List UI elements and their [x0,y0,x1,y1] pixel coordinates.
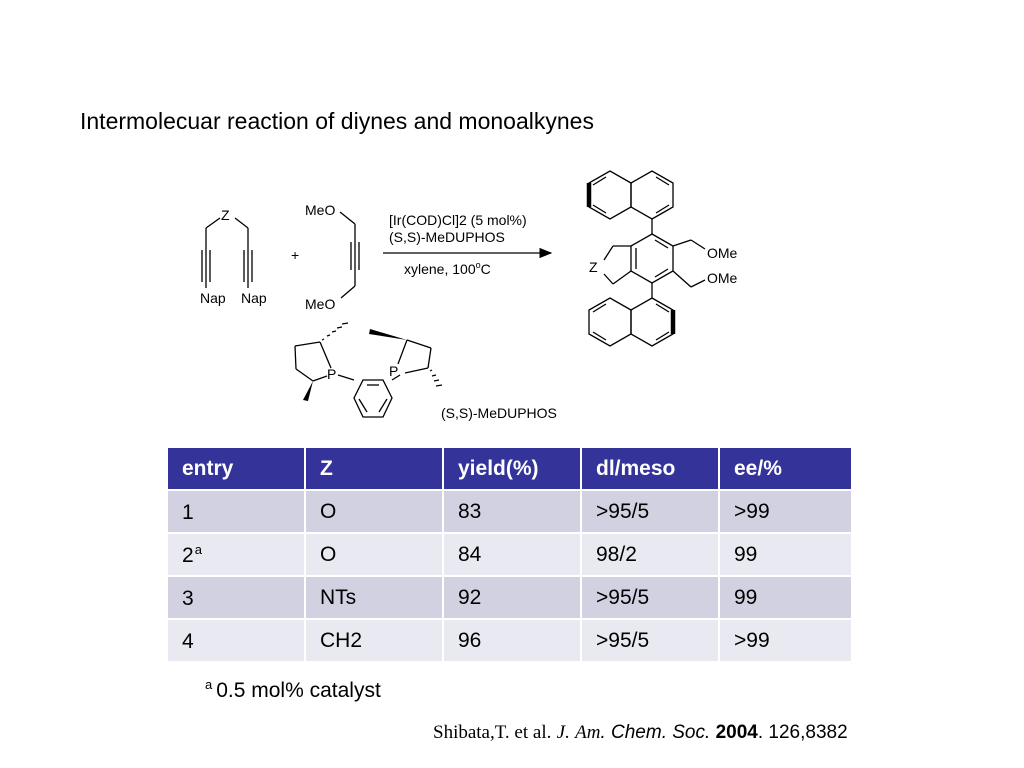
citation-authors: Shibata,T. et al. [433,722,552,743]
cell-z: CH2 [306,620,444,663]
reaction-scheme: Z Nap Nap + MeO MeO [Ir(COD)Cl]2 (5 mol%… [200,170,738,421]
product-bold-bonds [586,183,676,334]
citation-year: 2004 [715,722,758,743]
cell-entry: 3 [168,577,306,620]
cell-entry: 1 [168,491,306,534]
ligand-stereo-bonds [303,322,443,401]
plus-sign: + [291,247,299,263]
cell-ee: 99 [720,534,851,577]
table-row: 2a O 84 98/2 99 [168,534,851,577]
slide-title: Intermolecuar reaction of diynes and mon… [80,108,594,134]
citation-journal-part3: . Chem. Soc. [600,722,711,743]
cell-dl-meso: >95/5 [582,620,720,663]
citation-journal-part2: Am [575,722,601,743]
cell-dl-meso: >95/5 [582,491,720,534]
citation-separator: . [757,722,764,743]
cell-ee: >99 [720,620,851,663]
citation-reference: 126,8382 [768,722,848,743]
cell-yield: 96 [444,620,582,663]
product-ome-lower: OMe [707,270,738,286]
cell-yield: 83 [444,491,582,534]
header-entry: entry [168,448,306,491]
cell-ee: >99 [720,491,851,534]
cell-z: O [306,491,444,534]
cell-yield: 84 [444,534,582,577]
cell-z: O [306,534,444,577]
condition-catalyst: [Ir(COD)Cl]2 (5 mol%) [389,212,527,228]
header-z: Z [306,448,444,491]
cell-dl-meso: 98/2 [582,534,720,577]
footnote-text: 0.5 mol% catalyst [216,679,381,702]
diyne-nap-right: Nap [241,290,267,306]
cell-z: NTs [306,577,444,620]
diyne-z-label: Z [221,207,230,223]
cell-entry: 4 [168,620,306,663]
header-yield: yield(%) [444,448,582,491]
table-row: 1 O 83 >95/5 >99 [168,491,851,534]
results-table: entry Z yield(%) dl/meso ee/% 1 O 83 >95… [168,448,851,663]
citation-journal-part1: J. [556,722,570,743]
cell-ee: 99 [720,577,851,620]
cell-yield: 92 [444,577,582,620]
header-dl-meso: dl/meso [582,448,720,491]
product-structure [588,170,706,347]
condition-ligand: (S,S)-MeDUPHOS [389,229,505,245]
product-ome-upper: OMe [707,245,738,261]
monoalkyne-structure [339,211,360,299]
header-ee: ee/% [720,448,851,491]
cell-entry: 2a [168,534,306,577]
table-row: 3 NTs 92 >95/5 99 [168,577,851,620]
ligand-p-left: P [327,366,336,382]
footnote-marker: a [205,677,213,692]
table-row: 4 CH2 96 >95/5 >99 [168,620,851,663]
ligand-name: (S,S)-MeDUPHOS [441,405,557,421]
cell-dl-meso: >95/5 [582,577,720,620]
product-z-label: Z [589,259,598,275]
condition-solvent: xylene, 100oC [404,260,491,277]
ligand-p-right: P [389,363,398,379]
monoalkyne-meo-bottom: MeO [305,296,335,312]
ligand-structure [294,339,432,418]
diyne-nap-left: Nap [200,290,226,306]
table-header-row: entry Z yield(%) dl/meso ee/% [168,448,851,491]
diyne-structure [201,217,253,288]
citation: Shibata,T. et al. J. Am. Chem. Soc. 2004… [433,722,848,744]
monoalkyne-meo-top: MeO [305,202,335,218]
